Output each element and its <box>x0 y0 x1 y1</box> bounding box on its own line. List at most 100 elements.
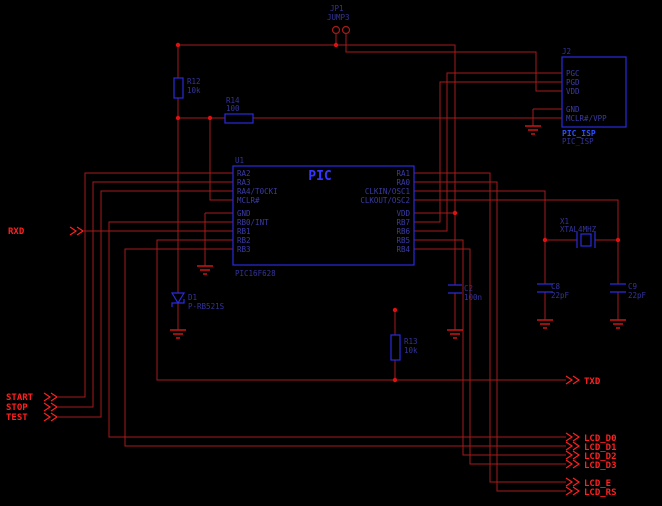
mcu-title: PIC <box>308 169 331 184</box>
port-chevrons <box>565 486 581 496</box>
resistor-body[interactable] <box>390 334 401 361</box>
port-chevrons <box>43 412 59 422</box>
ground-symbol <box>170 329 186 339</box>
junction-dot <box>452 210 458 216</box>
jumper-pad[interactable] <box>341 25 351 35</box>
port-label: LCD_D2 <box>584 452 617 462</box>
mcu-left-pin-label: GND <box>237 209 251 218</box>
junction-dot <box>392 377 398 383</box>
capacitor-ref: C2 <box>464 284 473 293</box>
diode-cathode-bar[interactable] <box>171 299 185 307</box>
resistor-ref: R13 <box>404 337 418 346</box>
crystal-symbol[interactable]: X1 XTAL4MHZ <box>560 217 597 248</box>
port-label: LCD_D3 <box>584 461 617 471</box>
capacitor-c8[interactable]: C8 22pF <box>537 282 570 300</box>
jumper-pad[interactable] <box>331 25 341 35</box>
capacitor-c9[interactable]: C9 22pF <box>610 282 647 300</box>
mcu-right-pin-label: RA0 <box>396 178 410 187</box>
jumper-symbol[interactable]: JP1 JUMP3 <box>327 4 351 35</box>
isp-pin-label: PGC <box>566 69 580 78</box>
capacitor-ref: C9 <box>628 282 637 291</box>
junction-dot <box>615 237 621 243</box>
port-label: RXD <box>8 227 25 237</box>
wire-stop <box>58 181 233 408</box>
mcu-right-pin-label: RB4 <box>396 245 410 254</box>
diode-ref: D1 <box>188 293 197 302</box>
isp-pin-label: MCLR#/VPP <box>566 114 607 123</box>
port-label: LCD_E <box>584 479 611 489</box>
wire-mclr-line <box>178 117 562 201</box>
wire-lcd-d2 <box>414 239 566 456</box>
isp-header-body[interactable] <box>561 56 627 128</box>
isp-header-symbol[interactable]: J2 PGC PGD VDD GND MCLR#/VPP PIC_ISP PIC… <box>561 47 627 146</box>
wire-vdd-rail <box>178 44 456 285</box>
wire-osc2 <box>414 199 619 241</box>
resistor-r12[interactable]: R12 10k <box>173 77 201 99</box>
port-rxd[interactable]: RXD <box>8 226 85 237</box>
ground-symbols <box>170 125 626 339</box>
capacitor-plates[interactable] <box>537 283 553 293</box>
port-lcd-d3[interactable]: LCD_D3 <box>565 459 617 471</box>
wire-pgd <box>414 81 562 223</box>
crystal-value: XTAL4MHZ <box>560 225 597 234</box>
ground-symbol <box>537 319 553 329</box>
mcu-ref: U1 <box>235 156 244 165</box>
mcu-left-pin-label: RA4/T0CKI <box>237 187 278 196</box>
port-chevrons <box>69 226 85 236</box>
port-lcd-d1[interactable]: LCD_D1 <box>565 441 617 453</box>
capacitor-plates[interactable] <box>610 283 626 293</box>
isp-pin-label: VDD <box>566 87 580 96</box>
ground-symbol <box>447 329 463 339</box>
mcu-left-pin-label: RB0/INT <box>237 218 269 227</box>
port-label: LCD_D0 <box>584 434 617 444</box>
port-lcd-d2[interactable]: LCD_D2 <box>565 450 617 462</box>
mcu-body[interactable] <box>232 165 415 266</box>
resistor-body[interactable] <box>224 113 254 124</box>
port-start[interactable]: START <box>6 392 59 403</box>
crystal-body[interactable] <box>580 233 592 247</box>
diode-symbol[interactable]: D1 P-RB521S <box>170 292 225 311</box>
port-chevrons <box>43 392 59 402</box>
junction-dot <box>207 115 213 121</box>
resistor-ref: R12 <box>187 77 201 86</box>
port-label: TEST <box>6 413 28 423</box>
port-txd[interactable]: TXD <box>565 375 601 387</box>
junction-dot <box>175 42 181 48</box>
wire-lcd-d0 <box>108 221 566 438</box>
wire-test <box>58 190 233 418</box>
crystal-plates[interactable] <box>576 232 596 248</box>
mcu-left-pin-label: RB2 <box>237 236 251 245</box>
port-label: LCD_RS <box>584 488 617 498</box>
port-test[interactable]: TEST <box>6 412 59 423</box>
ground-symbol <box>525 125 541 135</box>
resistor-r14[interactable]: R14 100 <box>224 96 254 124</box>
ground-symbol <box>197 265 213 275</box>
wire-txd <box>156 239 566 381</box>
port-lcd-d0[interactable]: LCD_D0 <box>565 432 617 444</box>
resistor-body[interactable] <box>173 77 184 99</box>
port-lcd-rs[interactable]: LCD_RS <box>565 486 617 498</box>
capacitor-plates[interactable] <box>448 284 462 294</box>
isp-header-ref: J2 <box>562 47 571 56</box>
port-lcd-e[interactable]: LCD_E <box>565 477 611 489</box>
port-label: TXD <box>584 377 601 387</box>
junction-dot <box>392 307 398 313</box>
capacitor-c2[interactable]: C2 100n <box>448 284 482 302</box>
resistor-r13[interactable]: R13 10k <box>390 334 418 361</box>
mcu-left-pin-label: RA3 <box>237 178 251 187</box>
port-stop[interactable]: STOP <box>6 402 59 413</box>
mcu-left-pin-label: MCLR# <box>237 196 260 205</box>
mcu-symbol[interactable]: U1 PIC PIC16F628 RA2 RA3 RA4/T0CKI MCLR#… <box>232 156 415 278</box>
wire-pgc <box>414 72 562 232</box>
mcu-right-pin-label: RB7 <box>396 218 410 227</box>
diode-triangle[interactable] <box>170 292 186 305</box>
junction-dot <box>333 42 339 48</box>
mcu-right-pin-label: RB5 <box>396 236 410 245</box>
wire-lcd-d3 <box>414 248 566 465</box>
port-label: STOP <box>6 403 28 413</box>
capacitor-value: 100n <box>464 293 482 302</box>
mcu-right-pin-label: CLKOUT/OSC2 <box>360 196 410 205</box>
wire-j2-gnd <box>532 108 562 126</box>
port-chevrons <box>565 441 581 451</box>
